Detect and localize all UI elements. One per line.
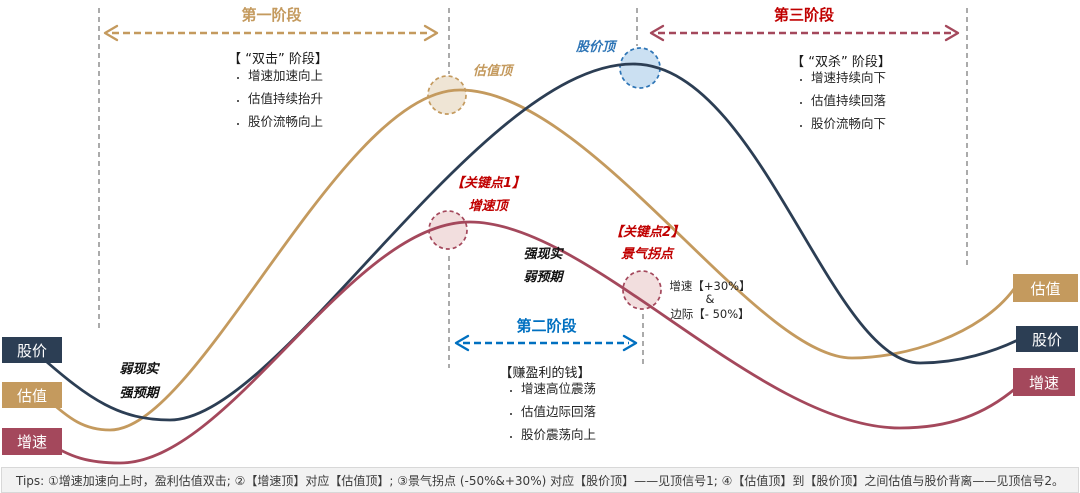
tips-text: Tips: ①增速加速向上时，盈利估值双击; ②【增速顶】对应【估值顶】; ③景… — [16, 473, 1064, 488]
phase3-bullet-3: 股价流畅向下 — [811, 117, 951, 130]
valuation-curve — [42, 88, 1016, 432]
phase1-bullet-3: 股价流畅向上 — [248, 115, 388, 128]
phase1-bullet-2: 估值持续抬升 — [248, 92, 388, 105]
phase3-arrow-head-right — [944, 24, 960, 42]
weak-expectation-label: 弱预期 — [523, 270, 563, 285]
growth-tag-right: 增速 — [1013, 368, 1075, 396]
phase2-arrow-head-right — [622, 334, 638, 352]
stock-price-tag-right: 股价 — [1016, 326, 1078, 352]
stock-price-curve — [38, 62, 1020, 422]
phase1-arrow-head-left — [103, 24, 119, 42]
phase1-title: 第一阶段 — [241, 6, 302, 24]
growth-note-line1: 增速【+30%】 — [669, 279, 751, 293]
phase1-arrow-head-right — [423, 24, 439, 42]
phase2-header: 【赚盈利的钱】 — [499, 366, 591, 381]
phase1-header: 【 “双击” 阶段】 — [228, 52, 328, 67]
inflection-point-circle — [622, 270, 662, 310]
phase3-bullet-1: 增速持续向下 — [811, 71, 951, 84]
phase2-bullet-3: 股价震荡向上 — [521, 428, 661, 441]
tips-bar: Tips: ①增速加速向上时，盈利估值双击; ②【增速顶】对应【估值顶】; ③景… — [1, 467, 1079, 493]
valuation-tag-right: 估值 — [1013, 274, 1078, 302]
phase2-title: 第二阶段 — [516, 317, 577, 335]
valuation-tag-left: 估值 — [2, 382, 62, 408]
growth-tag-left: 增速 — [2, 428, 62, 455]
weak-reality-label: 弱现实 — [119, 362, 159, 377]
phase2-bullet-2: 估值边际回落 — [521, 405, 661, 418]
key-point1-sub: 增速顶 — [468, 199, 508, 214]
phase1-bullet-1: 增速加速向上 — [248, 69, 388, 82]
phase3-header: 【 “双杀” 阶段】 — [791, 55, 891, 70]
strong-expectation-label: 强预期 — [119, 386, 159, 401]
phase3-bullet-list: 增速持续向下 估值持续回落 股价流畅向下 — [797, 71, 951, 140]
growth-note-amp: & — [705, 292, 715, 306]
stock-price-tag-left: 股价 — [2, 337, 62, 363]
growth-note-line2: 边际【- 50%】 — [670, 307, 750, 321]
key-point2-title: 【关键点2】 — [609, 225, 685, 240]
valuation-top-label: 估值顶 — [473, 64, 513, 79]
phase3-title: 第三阶段 — [773, 6, 834, 24]
phase3-bullet-2: 估值持续回落 — [811, 94, 951, 107]
phase3-arrow-head-left — [649, 24, 665, 42]
phase2-bullet-list: 增速高位震荡 估值边际回落 股价震荡向上 — [507, 382, 661, 451]
growth-curve — [42, 220, 1018, 465]
key-point1-title: 【关键点1】 — [450, 176, 526, 191]
phase1-bullet-list: 增速加速向上 估值持续抬升 股价流畅向上 — [234, 69, 388, 138]
valuation-top-circle — [427, 75, 467, 115]
price-top-label: 股价顶 — [576, 40, 616, 55]
key-point2-sub: 景气拐点 — [620, 247, 673, 262]
strong-reality-label: 强现实 — [523, 247, 563, 262]
phase2-bullet-1: 增速高位震荡 — [521, 382, 661, 395]
phase2-arrow-head-left — [454, 334, 470, 352]
